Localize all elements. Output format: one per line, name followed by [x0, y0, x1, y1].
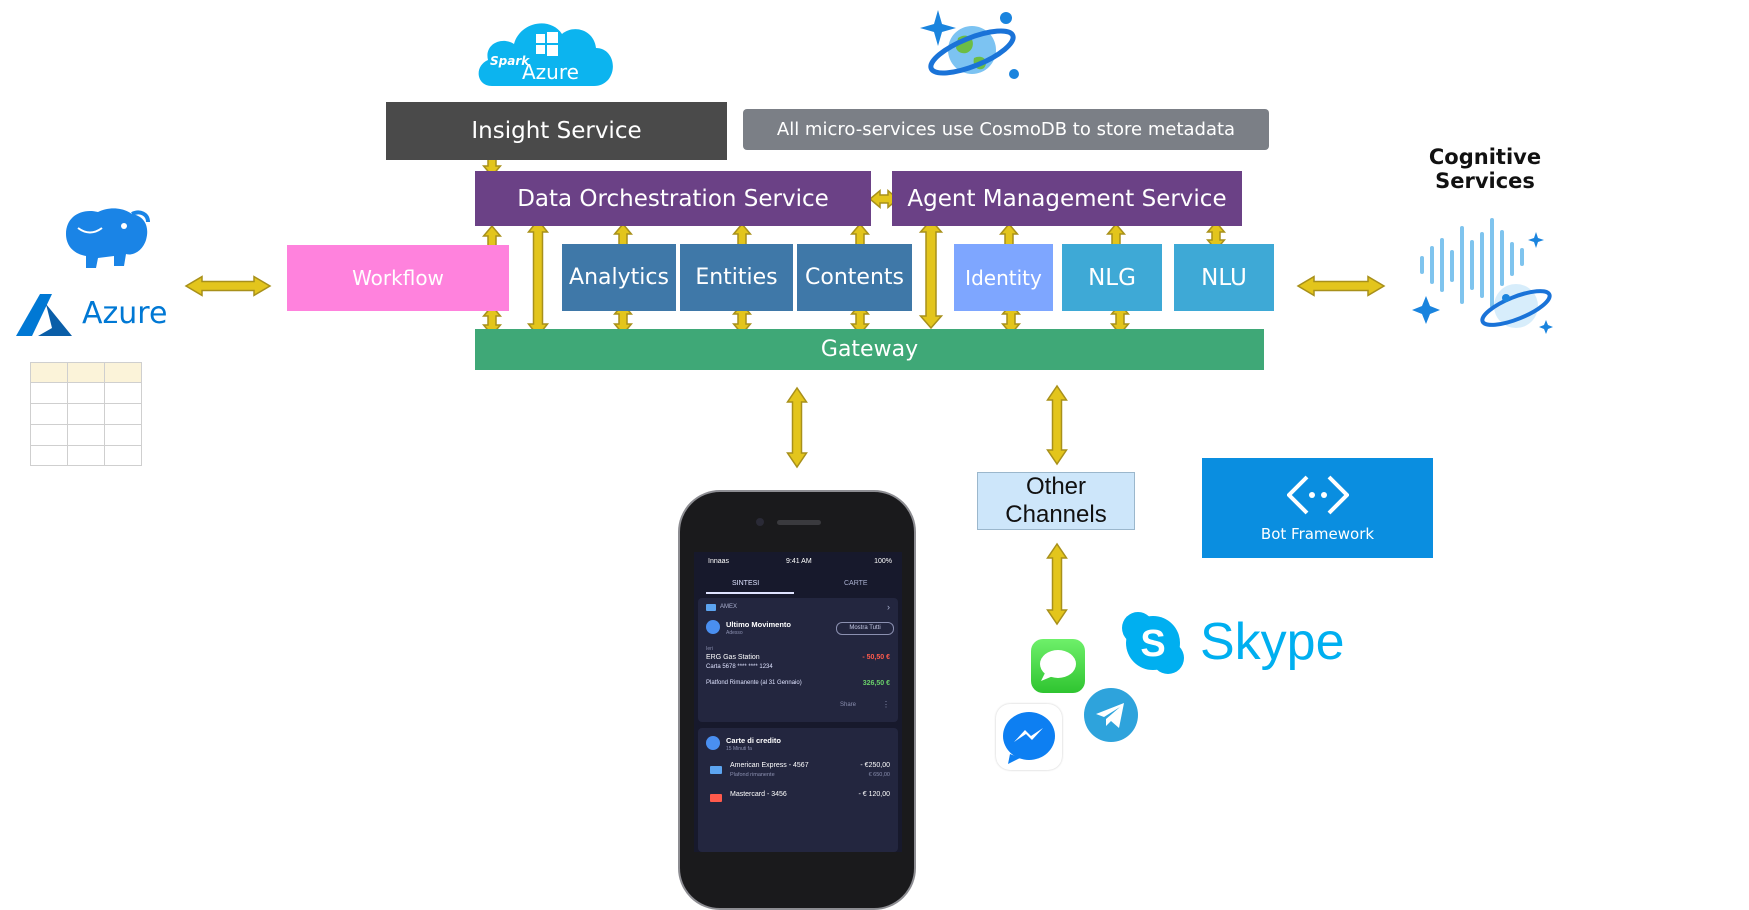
status-time: 9:41 AM	[786, 558, 812, 565]
double-arrow	[1046, 384, 1068, 466]
data-orchestration-service-box: Data Orchestration Service	[475, 171, 871, 226]
mobile-phone: Innaas 9:41 AM 100% SINTESI CARTE AMEX ›…	[678, 490, 916, 910]
contents-box: Contents	[797, 244, 912, 311]
card-row-sub-amount: € 650,00	[868, 772, 890, 778]
hadoop-elephant-icon	[58, 204, 152, 270]
gateway-box: Gateway	[475, 329, 1264, 370]
phone-camera	[756, 518, 764, 526]
messenger-icon	[996, 704, 1062, 770]
mastercard-icon	[710, 794, 722, 802]
plafond-label: Platfond Rimanente (al 31 Gennaio)	[706, 680, 802, 686]
nlu-box: NLU	[1174, 244, 1274, 311]
card-row-sub: Plafond rimanente	[730, 772, 775, 778]
insight-service-box: Insight Service	[386, 102, 727, 160]
credit-card-icon	[706, 736, 720, 750]
status-carrier: Innaas	[708, 558, 730, 565]
identity-box: Identity	[954, 244, 1053, 311]
agent-management-service-box: Agent Management Service	[892, 171, 1242, 226]
nlg-box: NLG	[1062, 244, 1162, 311]
azure-spark-logo: Spark Azure	[470, 8, 618, 90]
azure-label: Azure	[82, 296, 168, 331]
workflow-label: Workflow	[352, 266, 444, 290]
wallet-icon	[706, 620, 720, 634]
entities-label: Entities	[695, 265, 778, 290]
cosmos-db-icon	[918, 8, 1022, 88]
day-label: Ieri	[706, 646, 713, 652]
amex-icon	[706, 604, 716, 611]
cosmos-note-label: All micro-services use CosmoDB to store …	[776, 119, 1236, 140]
data-orchestration-label: Data Orchestration Service	[517, 185, 829, 212]
analytics-box: Analytics	[562, 244, 676, 311]
card-row-name[interactable]: American Express - 4567	[730, 762, 809, 769]
last-movement-title: Ultimo Movimento	[726, 620, 791, 629]
other-channels-box: Other Channels	[977, 472, 1135, 530]
agent-management-label: Agent Management Service	[907, 185, 1227, 212]
card-row-name[interactable]: Mastercard - 3456	[730, 791, 787, 798]
amex-label: AMEX	[720, 604, 738, 610]
double-arrow	[918, 218, 944, 330]
skype-label: Skype	[1200, 613, 1345, 671]
credit-cards-card[interactable]: Carte di credito 15 Minuti fa American E…	[698, 728, 898, 852]
double-arrow	[786, 386, 808, 469]
spark-label: Spark	[490, 54, 530, 68]
bot-framework-box: Bot Framework	[1202, 458, 1433, 558]
last-movement-card[interactable]: AMEX › Ultimo Movimento Adesso Mostra Tu…	[698, 598, 898, 722]
tab-sintesi[interactable]: SINTESI	[732, 580, 760, 587]
phone-status-bar: Innaas 9:41 AM 100%	[700, 558, 896, 570]
amex-card-icon	[710, 766, 722, 774]
insight-service-label: Insight Service	[471, 118, 642, 144]
card-row-amount: - € 120,00	[858, 791, 890, 798]
status-battery: 100%	[874, 558, 892, 565]
nlu-label: NLU	[1201, 264, 1247, 291]
svg-text:S: S	[1140, 623, 1165, 665]
nlg-label: NLG	[1088, 264, 1136, 291]
other-channels-label: Other Channels	[1005, 473, 1107, 528]
card-row-amount: - €250,00	[860, 762, 890, 769]
code-brackets-icon	[1286, 475, 1349, 515]
last-movement-subtitle: Adesso	[726, 630, 743, 636]
entities-box: Entities	[680, 244, 793, 311]
gateway-label: Gateway	[820, 337, 919, 362]
double-arrow	[184, 275, 272, 297]
show-all-button[interactable]: Mostra Tutti	[836, 622, 894, 635]
card-number: Carta 5678 **** **** 1234	[706, 664, 773, 670]
merchant-amount: - 50,50 €	[862, 654, 890, 661]
analytics-label: Analytics	[569, 265, 669, 290]
phone-screen: Innaas 9:41 AM 100% SINTESI CARTE AMEX ›…	[694, 552, 902, 852]
table-storage-icon	[30, 362, 142, 466]
merchant-name: ERG Gas Station	[706, 654, 760, 661]
azure-cloud-label: Azure	[522, 60, 579, 84]
phone-speaker	[777, 520, 821, 525]
cognitive-services-title: Cognitive Services	[1428, 145, 1542, 193]
credit-cards-title: Carte di credito	[726, 736, 782, 745]
share-button[interactable]: Share	[840, 702, 857, 708]
identity-label: Identity	[965, 265, 1042, 290]
double-arrow	[1046, 542, 1068, 626]
double-arrow	[1296, 275, 1386, 297]
more-options-icon[interactable]: ⋮	[882, 700, 890, 709]
plafond-value: 326,50 €	[862, 680, 890, 687]
tab-carte[interactable]: CARTE	[844, 580, 868, 587]
telegram-icon	[1084, 688, 1138, 742]
tab-underline	[706, 592, 794, 594]
cosmos-note-box: All micro-services use CosmoDB to store …	[743, 109, 1269, 150]
skype-logo: S Skype	[1120, 610, 1345, 682]
bot-framework-label: Bot Framework	[1260, 525, 1375, 543]
credit-cards-subtitle: 15 Minuti fa	[726, 746, 752, 752]
messages-icon	[1031, 639, 1085, 693]
double-arrow	[526, 218, 550, 338]
cognitive-services-icon	[1412, 214, 1558, 338]
contents-label: Contents	[805, 265, 904, 290]
chevron-right-icon[interactable]: ›	[887, 602, 890, 612]
workflow-box: Workflow	[287, 245, 509, 311]
azure-logo: Azure	[16, 290, 176, 340]
